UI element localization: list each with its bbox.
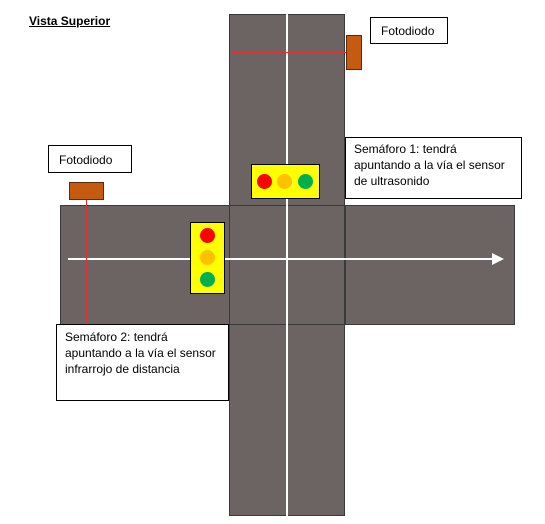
photodiode-sensor-left [69,182,104,200]
infrared-beam-left [86,200,87,323]
red-lamp [200,228,215,243]
green-lamp [298,174,313,189]
road-horizontal-right [345,205,515,325]
photodiode-label-top: Fotodiodo [370,17,448,44]
diagram-title: Vista Superior [29,14,111,28]
infrared-beam-top [232,52,347,53]
lane-line-horizontal [68,258,496,260]
semaphore-2-note: Semáforo 2: tendrá apuntando a la vía el… [56,324,229,401]
photodiode-sensor-top [346,35,362,70]
lane-line-vertical [286,14,288,516]
photodiode-label-left: Fotodiodo [48,145,132,173]
yellow-lamp [200,250,215,265]
green-lamp [200,272,215,287]
traffic-light-1 [251,164,320,199]
arrow-head-icon [492,253,504,265]
semaphore-1-note: Semáforo 1: tendrá apuntando a la vía el… [345,137,522,199]
traffic-light-2 [190,222,225,294]
red-lamp [257,174,272,189]
yellow-lamp [277,174,292,189]
